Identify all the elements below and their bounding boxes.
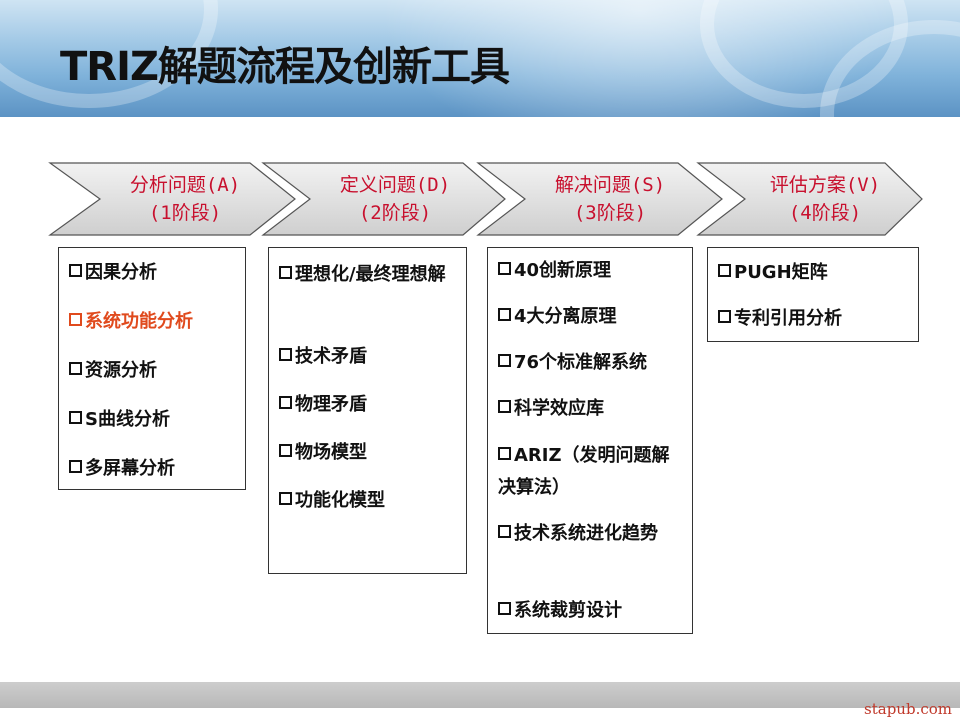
tool-item: 理想化/最终理想解 [279,258,456,342]
tool-box-analyze: 因果分析 系统功能分析 资源分析 S曲线分析 多屏幕分析 [58,247,246,490]
stage-chevron-d [261,162,506,236]
stage-label-d: 定义问题(D) (2阶段) [310,171,480,227]
checkbox-icon [279,492,292,505]
checkbox-icon [498,400,511,413]
checkbox-icon [69,460,82,473]
stage-chevron-v [696,162,923,236]
tool-item: 资源分析 [69,356,235,405]
checkbox-icon [279,396,292,409]
checkbox-icon [279,444,292,457]
checkbox-icon [69,362,82,375]
tool-item: 物理矛盾 [279,390,456,438]
tool-item: 76个标准解系统 [498,348,682,394]
tool-item: 专利引用分析 [718,304,908,344]
stage-name: 定义问题(D) [339,174,451,196]
stage-phase: (4阶段) [788,202,862,224]
checkbox-icon [498,262,511,275]
checkbox-icon [718,264,731,277]
checkbox-icon [498,308,511,321]
checkbox-icon [279,348,292,361]
tool-item-highlighted: 系统功能分析 [69,307,235,356]
stage-label-s: 解决问题(S) (3阶段) [525,171,695,227]
stage-label-a: 分析问题(A) (1阶段) [100,171,270,227]
tool-box-evaluate: PUGH矩阵 专利引用分析 [707,247,919,342]
checkbox-icon [498,525,511,538]
tool-box-solve: 40创新原理 4大分离原理 76个标准解系统 科学效应库 ARIZ（发明问题解决… [487,247,693,634]
tool-item: 功能化模型 [279,486,456,534]
watermark: stapub.com [864,700,952,718]
checkbox-icon [69,264,82,277]
tool-item: 技术系统进化趋势 [498,518,682,596]
checkbox-icon [498,354,511,367]
stage-name: 评估方案(V) [769,174,881,196]
checkbox-icon [718,310,731,323]
tool-box-define: 理想化/最终理想解 技术矛盾 物理矛盾 物场模型 功能化模型 [268,247,467,574]
slide-title: TRIZ解题流程及创新工具 [60,44,510,90]
tool-item: 科学效应库 [498,394,682,440]
stage-chevron-s [476,162,723,236]
stage-label-v: 评估方案(V) (4阶段) [745,171,905,227]
tool-item: 40创新原理 [498,256,682,302]
checkbox-icon [498,447,511,460]
footer-bar [0,682,960,708]
stage-phase: (3阶段) [573,202,647,224]
tool-item: 技术矛盾 [279,342,456,390]
tool-item: 因果分析 [69,258,235,307]
tool-item: S曲线分析 [69,405,235,454]
stage-chevron-a [48,162,296,236]
checkbox-icon [69,411,82,424]
header-banner [0,0,960,117]
tool-item: PUGH矩阵 [718,258,908,304]
tool-item: 多屏幕分析 [69,454,235,503]
checkbox-icon [498,602,511,615]
stage-phase: (1阶段) [148,202,222,224]
tool-item: 4大分离原理 [498,302,682,348]
tool-item: 系统裁剪设计 [498,596,682,636]
stage-phase: (2阶段) [358,202,432,224]
checkbox-icon [279,266,292,279]
stage-name: 分析问题(A) [129,174,241,196]
tool-item: 物场模型 [279,438,456,486]
tool-item: ARIZ（发明问题解决算法） [498,445,670,498]
stage-name: 解决问题(S) [554,174,666,196]
checkbox-icon [69,313,82,326]
